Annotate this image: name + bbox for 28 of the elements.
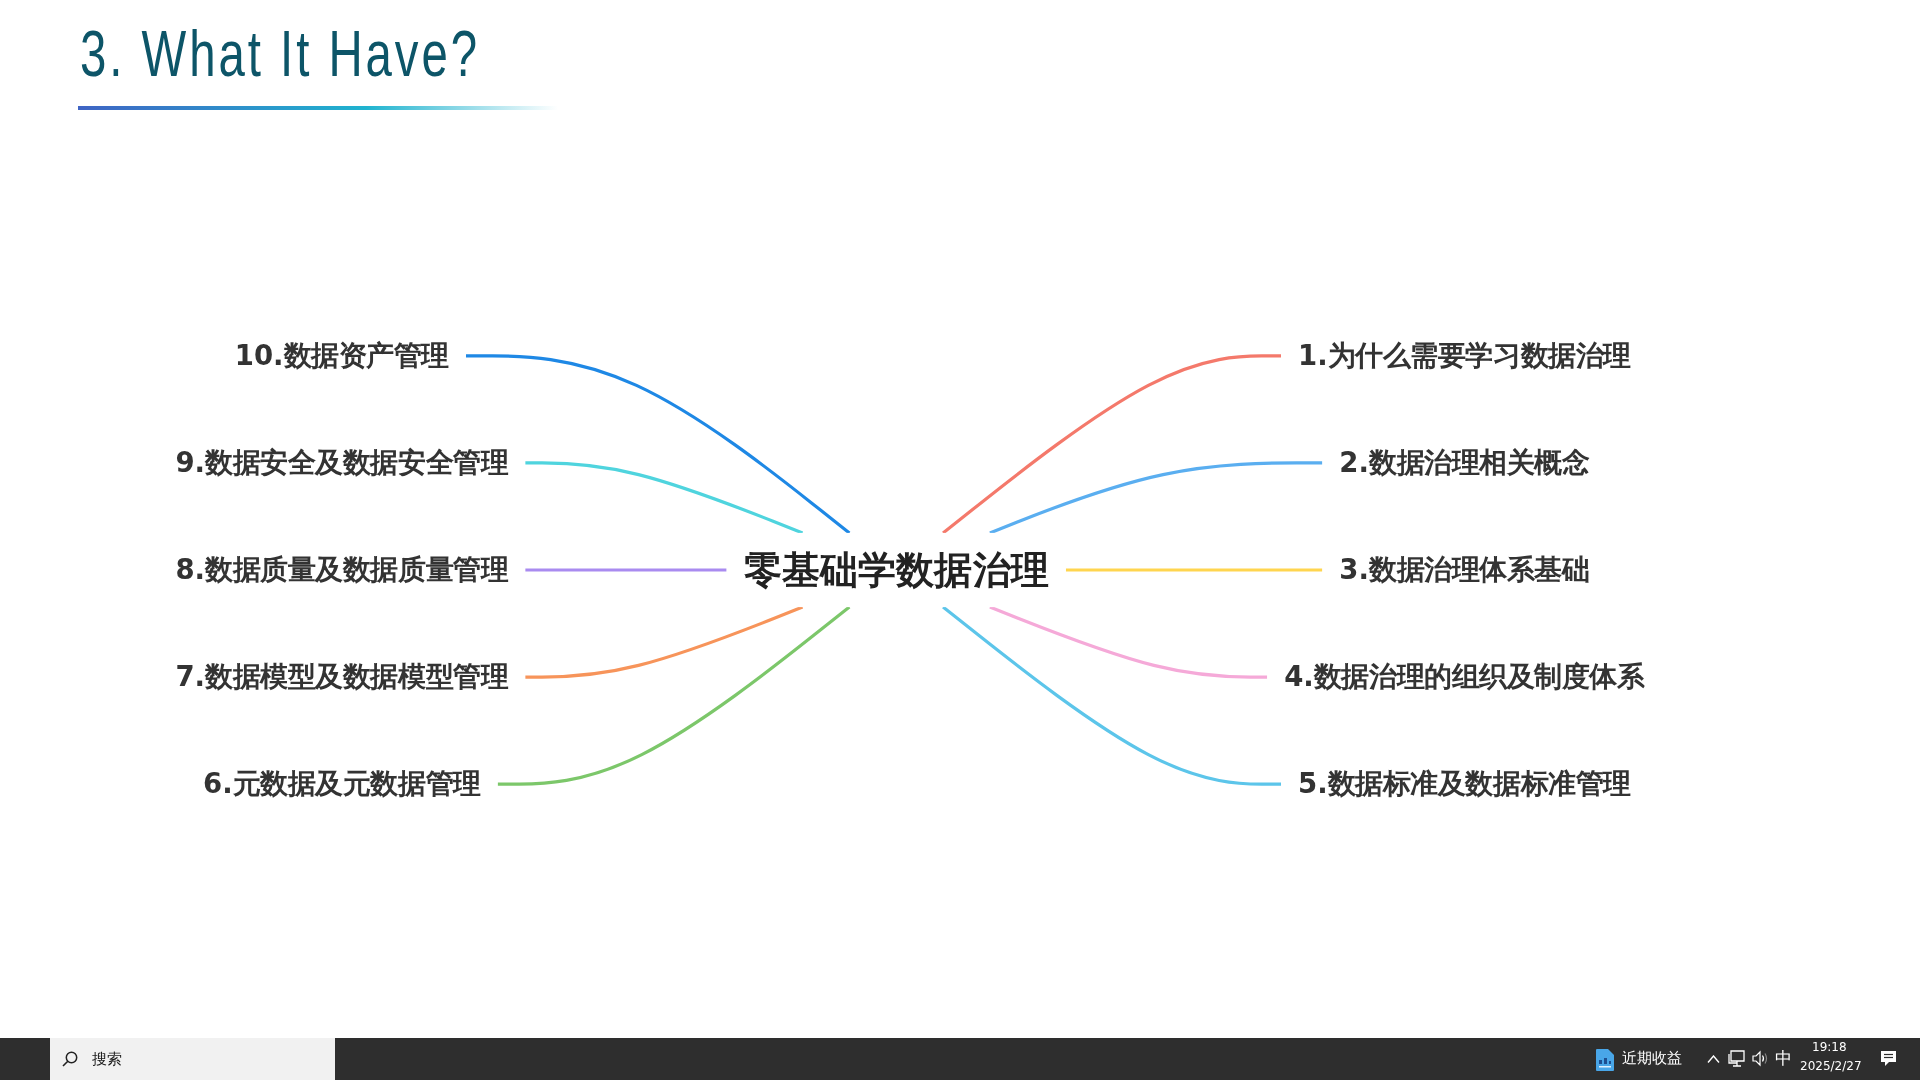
node-label: 6.元数据及元数据管理 xyxy=(203,767,481,800)
branch-line xyxy=(525,461,804,535)
branch-line xyxy=(497,605,851,786)
clock-date: 2025/2/27 xyxy=(1800,1059,1862,1073)
branch-line xyxy=(525,568,727,572)
branch-line xyxy=(989,461,1323,535)
node-label: 3.数据治理体系基础 xyxy=(1339,553,1590,586)
node-label: 7.数据模型及数据模型管理 xyxy=(175,660,509,693)
node-label: 9.数据安全及数据安全管理 xyxy=(175,446,509,479)
branch-line xyxy=(525,605,804,679)
branch-line xyxy=(465,354,851,535)
branch-line xyxy=(989,605,1268,679)
slide-title: 3. What It Have? xyxy=(80,17,481,92)
widget-text: 近期收益 xyxy=(1622,1049,1682,1068)
node-label: 10.数据资产管理 xyxy=(234,339,449,372)
topic-node: 1.为什么需要学习数据治理 xyxy=(1281,326,1648,386)
branch-line xyxy=(942,354,1281,535)
input-method-indicator: 中 xyxy=(1775,1047,1792,1070)
branch-line xyxy=(942,605,1281,786)
topic-node: 5.数据标准及数据标准管理 xyxy=(1281,754,1648,814)
node-label: 8.数据质量及数据质量管理 xyxy=(175,553,509,586)
node-label: 2.数据治理相关概念 xyxy=(1339,446,1590,479)
branch-line xyxy=(1065,568,1323,572)
node-label: 零基础学数据治理 xyxy=(743,547,1049,592)
clock-time: 19:18 xyxy=(1812,1040,1847,1054)
node-label: 4.数据治理的组织及制度体系 xyxy=(1284,660,1645,693)
central-topic: 零基础学数据治理 xyxy=(726,532,1066,608)
search-field: 搜索 xyxy=(50,1038,335,1080)
